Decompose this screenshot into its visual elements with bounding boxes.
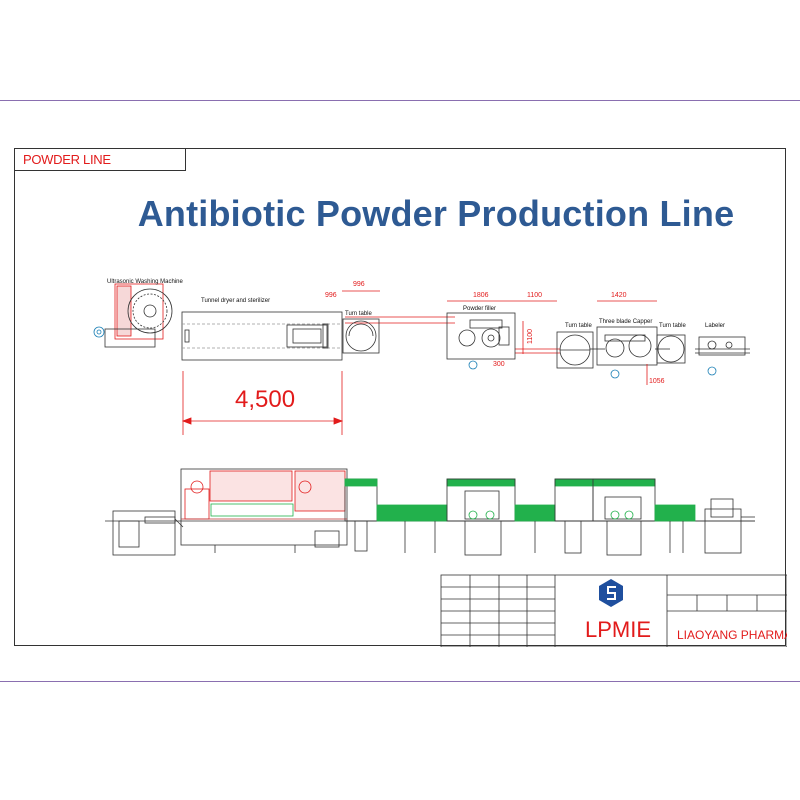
turntable-1-plan [342,318,380,354]
turntable-3-plan [656,334,686,364]
elevation-view [105,468,755,556]
dim-300: 300 [493,361,505,368]
washer-plan [93,283,173,348]
dim-1056: 1056 [649,378,665,385]
top-divider [0,100,800,101]
tunnel-elevation [180,468,348,553]
turntable-2-plan [556,331,594,369]
sheet-tag: POWDER LINE [15,149,186,171]
label-washer: Ultrasonic Washing Machine [107,279,183,285]
dim-1806: 1806 [473,292,489,299]
machine-legs [354,508,755,556]
bottom-divider [0,681,800,682]
tunnel-plan [181,311,343,361]
dim-1420: 1420 [611,292,627,299]
company-logo-icon [599,579,623,607]
company-name: LPMIE [585,617,651,642]
plan-view [93,283,750,435]
labeler-plan [698,336,746,376]
label-turntable-1: Turn table [345,311,372,317]
title-block [440,574,787,647]
line-drawing: Ultrasonic Washing Machine Tunnel dryer … [93,279,787,647]
label-turntable-2: Turn table [565,323,592,329]
drawing-sheet: POWDER LINE Antibiotic Powder Production… [14,148,787,647]
machine-internals [464,490,734,520]
powder-filler-plan [446,312,516,370]
guard-panels [344,478,696,522]
dim-1100-top: 1100 [527,292,542,299]
client-name: LIAOYANG PHARMA [677,628,787,642]
label-turntable-3: Turn table [659,323,686,329]
label-capper: Three blade Capper [599,319,652,325]
dim-4500: 4,500 [235,386,295,413]
washer-elevation [112,510,184,556]
dim-996-left: 996 [325,292,337,299]
dim-996-top: 996 [353,281,365,288]
dimension-lines [181,290,657,435]
capper-plan [596,326,658,379]
dim-1100-side: 1100 [527,329,534,344]
label-powder-filler: Powder filler [463,306,496,312]
drawing-title: Antibiotic Powder Production Line [137,193,735,234]
label-labeler: Labeler [705,323,725,329]
label-tunnel: Tunnel dryer and sterilizer [201,298,270,304]
